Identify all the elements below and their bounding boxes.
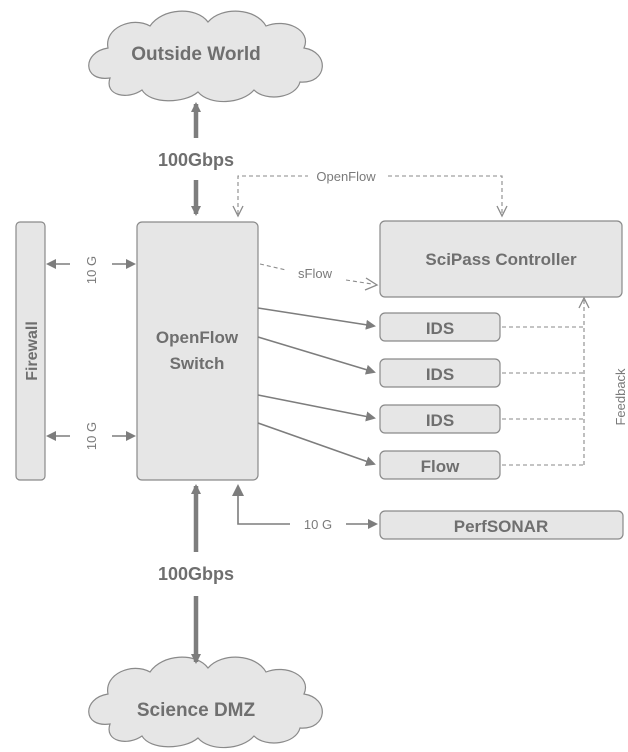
switch-to-flow-arrow <box>257 422 376 467</box>
ids-box-2: IDS <box>379 358 501 388</box>
openflow-label: OpenFlow <box>316 169 376 184</box>
switch-to-ids3-arrow <box>257 394 376 422</box>
sflow-link-b <box>345 279 373 285</box>
perfsonar-label: PerfSONAR <box>454 517 548 536</box>
perfsonar-box: PerfSONAR <box>379 510 624 540</box>
bottom-speed-label: 100Gbps <box>158 564 234 584</box>
openflow-link-right <box>388 175 503 214</box>
openflow-link-left <box>237 175 308 214</box>
outside-world-cloud: Outside World <box>88 10 323 103</box>
fw-top-speed-label: 10 G <box>84 256 99 284</box>
ids-1-label: IDS <box>426 319 454 338</box>
feedback-label: Feedback <box>613 368 628 426</box>
perfsonar-speed-label: 10 G <box>304 517 332 532</box>
openflow-switch-label-line1: OpenFlow <box>156 328 239 347</box>
ids-box-1: IDS <box>379 312 501 342</box>
flow-box: Flow <box>379 450 501 480</box>
sflow-label: sFlow <box>298 266 333 281</box>
firewall-box: Firewall <box>15 221 46 481</box>
ids-2-label: IDS <box>426 365 454 384</box>
switch-to-ids2-arrow <box>257 336 376 375</box>
feedback-arrow <box>578 296 590 309</box>
top-speed-label: 100Gbps <box>158 150 234 170</box>
openflow-switch-label-line2: Switch <box>170 354 225 373</box>
firewall-label: Firewall <box>24 321 41 381</box>
sflow-link-a <box>259 263 287 271</box>
perfsonar-link-left <box>237 490 290 525</box>
scipass-controller-box: SciPass Controller <box>379 220 623 298</box>
openflow-arrow-switch <box>232 205 244 218</box>
openflow-switch-box: OpenFlow Switch <box>136 221 259 481</box>
switch-to-ids1-arrow <box>257 307 376 330</box>
perfsonar-link-head <box>232 484 244 496</box>
scipass-controller-label: SciPass Controller <box>425 250 577 269</box>
ids-box-3: IDS <box>379 404 501 434</box>
fw-bottom-speed-label: 10 G <box>84 422 99 450</box>
science-dmz-cloud: Science DMZ <box>88 656 323 749</box>
outside-world-label: Outside World <box>131 44 260 65</box>
flow-label: Flow <box>421 457 460 476</box>
science-dmz-label: Science DMZ <box>137 700 256 721</box>
openflow-arrow-controller <box>496 205 508 218</box>
sflow-arrow <box>364 277 379 291</box>
ids-3-label: IDS <box>426 411 454 430</box>
